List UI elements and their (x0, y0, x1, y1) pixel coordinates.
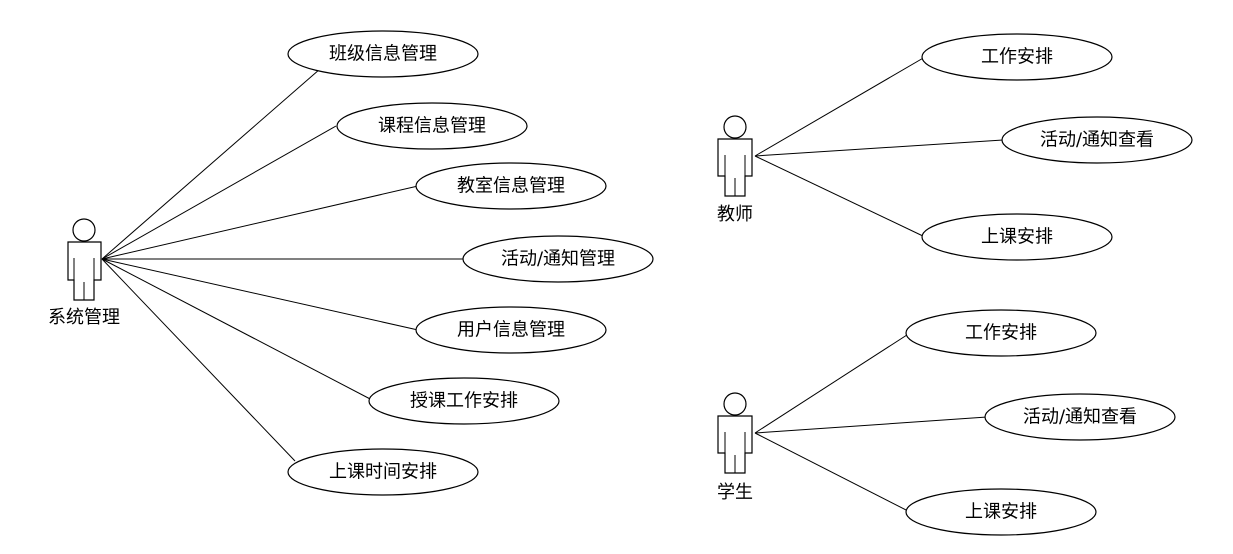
usecase-admin-1: 班级信息管理 (287, 30, 479, 78)
usecase-label: 活动/通知管理 (501, 249, 615, 270)
actor-admin-label: 系统管理 (48, 307, 120, 328)
usecase-label: 工作安排 (981, 47, 1053, 68)
actor-admin-lines (101, 68, 464, 462)
usecase-student-1: 工作安排 (905, 309, 1097, 357)
usecase-label: 上课安排 (981, 227, 1053, 248)
usecase-student-2: 活动/通知查看 (984, 393, 1176, 441)
usecase-teacher-1: 工作安排 (921, 33, 1113, 81)
usecase-label: 活动/通知查看 (1040, 130, 1154, 151)
usecase-admin-6: 授课工作安排 (368, 377, 560, 425)
actor-admin-figure (67, 218, 102, 301)
usecase-admin-3: 教室信息管理 (415, 162, 607, 210)
usecase-label: 上课时间安排 (329, 462, 437, 483)
usecase-label: 上课安排 (965, 502, 1037, 523)
actor-student: 学生 (717, 332, 988, 513)
actor-teacher-label: 教师 (717, 204, 753, 225)
actor-head (723, 115, 747, 139)
usecase-teacher-2: 活动/通知查看 (1001, 116, 1193, 164)
usecase-label: 课程信息管理 (378, 116, 486, 137)
actor-teacher-lines (754, 56, 1004, 238)
actor-student-lines (754, 332, 988, 513)
actor-torso (717, 138, 753, 197)
usecase-label: 活动/通知查看 (1023, 407, 1137, 428)
actor-head (723, 392, 747, 416)
usecase-admin-5: 用户信息管理 (415, 306, 607, 354)
usecase-admin-2: 课程信息管理 (336, 102, 528, 150)
usecase-student-3: 上课安排 (905, 488, 1097, 536)
actor-teacher-figure (717, 115, 753, 197)
actor-admin: 系统管理 (48, 68, 464, 462)
usecase-label: 授课工作安排 (410, 391, 518, 412)
actor-head (72, 218, 96, 242)
actor-torso (67, 241, 102, 301)
usecase-admin-7: 上课时间安排 (287, 448, 479, 496)
actor-student-figure (717, 392, 753, 474)
usecase-label: 教室信息管理 (457, 176, 565, 197)
actor-student-label: 学生 (717, 482, 753, 503)
actor-torso (717, 415, 753, 474)
usecase-label: 用户信息管理 (457, 320, 565, 341)
actor-teacher: 教师 (717, 56, 1004, 238)
usecase-label: 工作安排 (965, 323, 1037, 344)
usecase-admin-4: 活动/通知管理 (462, 235, 654, 283)
usecase-label: 班级信息管理 (329, 44, 437, 65)
usecase-teacher-3: 上课安排 (921, 213, 1113, 261)
